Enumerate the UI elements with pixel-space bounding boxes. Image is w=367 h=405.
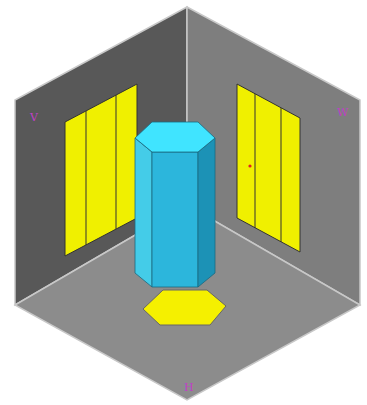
side-projection (237, 84, 300, 252)
h-plane-label: H (184, 382, 194, 394)
front-projection (65, 84, 137, 256)
v-plane-label: V (30, 112, 38, 124)
hexagonal-prism (135, 122, 215, 287)
w-plane-label: W (337, 107, 348, 119)
top-projection (143, 290, 226, 325)
